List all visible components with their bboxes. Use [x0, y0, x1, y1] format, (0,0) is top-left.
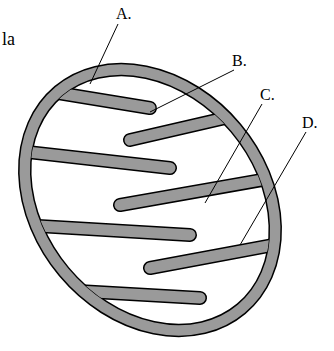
- cut-text: la: [2, 30, 15, 48]
- part-label: A.: [116, 6, 132, 22]
- part-label: C.: [260, 87, 275, 103]
- cristae: [10, 90, 300, 298]
- part-label: D.: [302, 115, 318, 131]
- matrix: [0, 28, 319, 351]
- leader-lines: [90, 24, 306, 245]
- part-label: B.: [232, 53, 247, 69]
- outer-membrane: [0, 11, 334, 351]
